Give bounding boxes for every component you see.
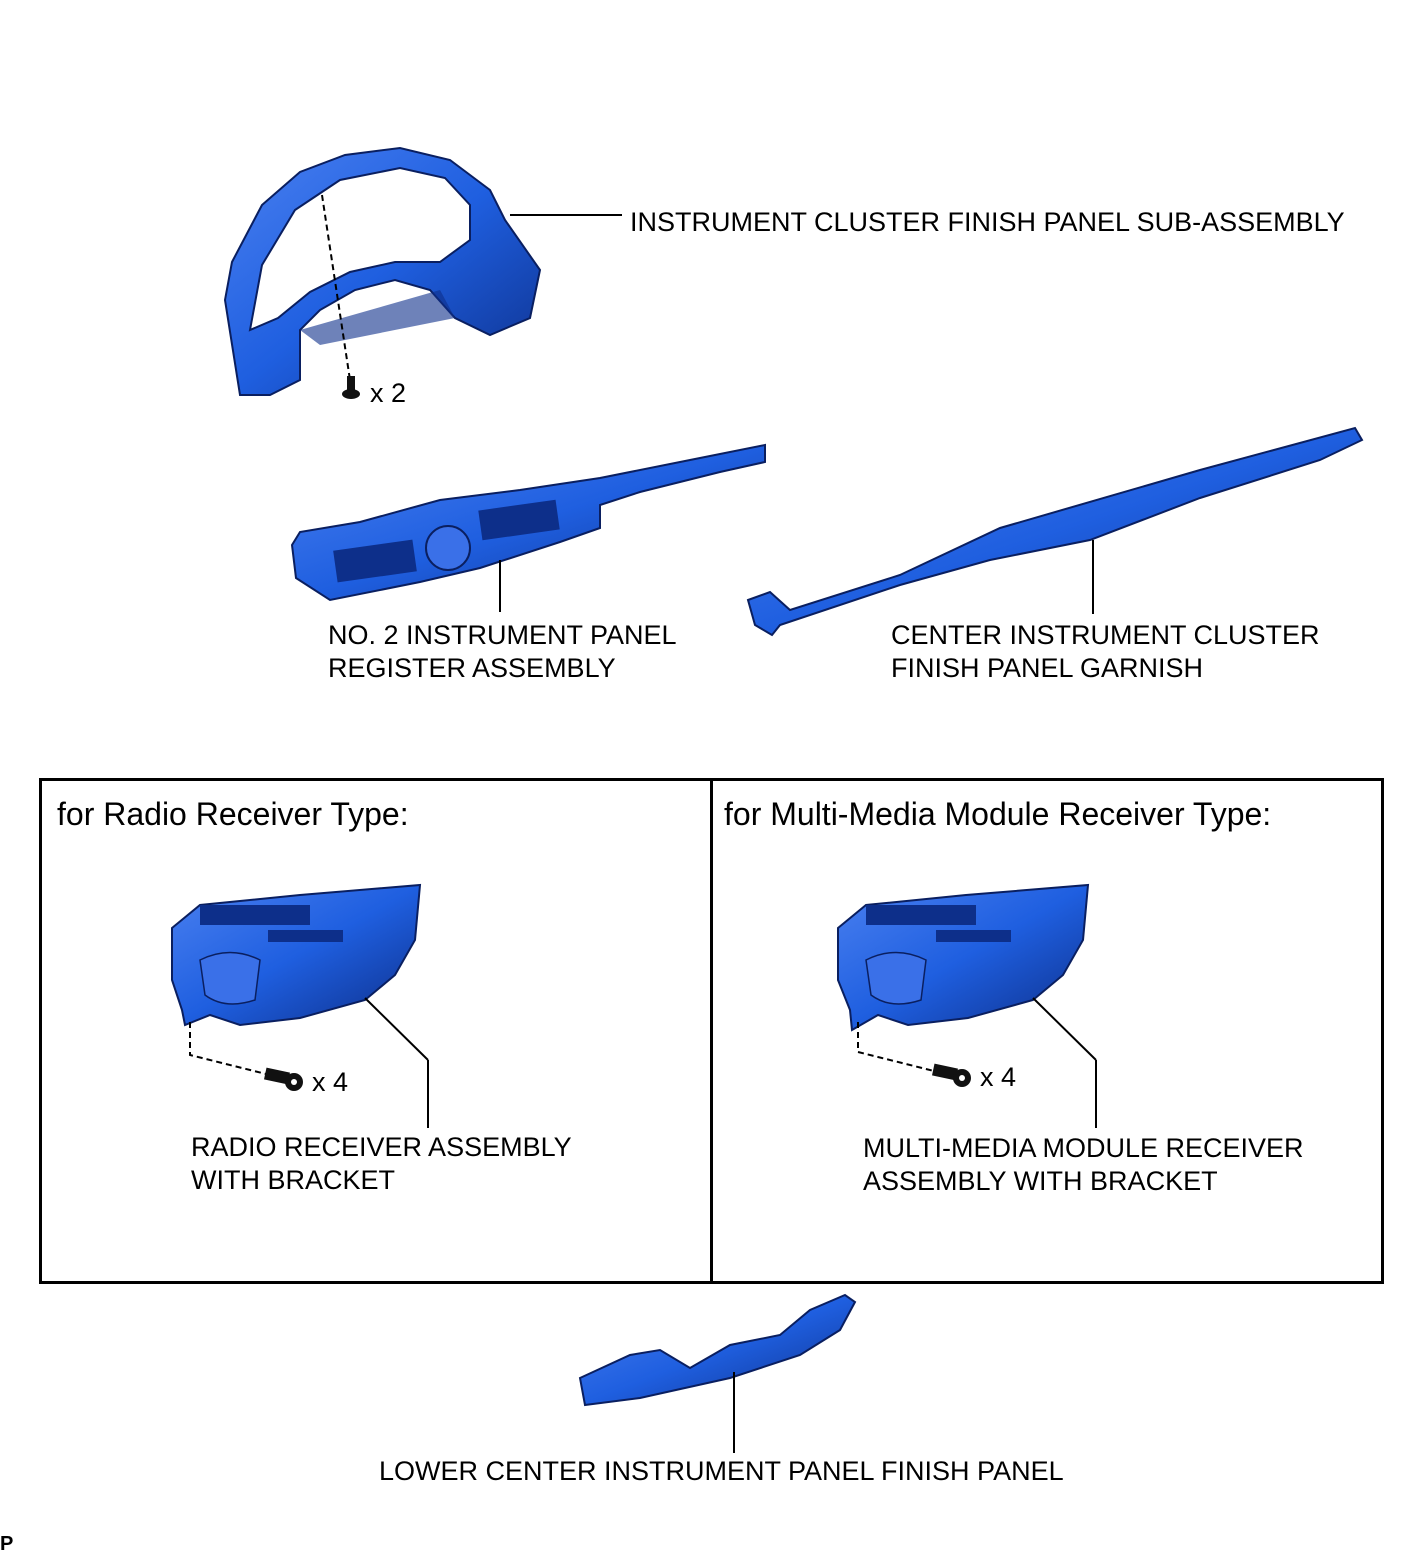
register-assembly-label: NO. 2 INSTRUMENT PANEL REGISTER ASSEMBLY xyxy=(328,620,677,683)
multimedia-screw-quantity: x 4 xyxy=(980,1062,1017,1092)
register-assembly-illustration xyxy=(290,443,766,612)
lower-finish-panel-label: LOWER CENTER INSTRUMENT PANEL FINISH PAN… xyxy=(379,1456,1064,1486)
cluster-screw-quantity: x 2 xyxy=(370,378,407,408)
cluster-finish-panel-illustration xyxy=(223,146,542,399)
radio-receiver-label: RADIO RECEIVER ASSEMBLY WITH BRACKET xyxy=(191,1132,572,1195)
multimedia-variant-box xyxy=(710,778,1384,1284)
multimedia-variant-heading: for Multi-Media Module Receiver Type: xyxy=(724,796,1272,832)
cluster-garnish-illustration xyxy=(746,426,1364,637)
radio-receiver-illustration xyxy=(171,883,429,1128)
radio-screw-icon xyxy=(264,1067,303,1091)
multimedia-screw-icon xyxy=(932,1063,971,1087)
radio-screw-quantity: x 4 xyxy=(312,1067,349,1097)
cluster-finish-panel-label: INSTRUMENT CLUSTER FINISH PANEL SUB-ASSE… xyxy=(630,207,1345,237)
multimedia-receiver-illustration xyxy=(837,883,1097,1128)
multimedia-receiver-label: MULTI-MEDIA MODULE RECEIVER ASSEMBLY WIT… xyxy=(863,1133,1304,1196)
corner-mark: P xyxy=(0,1533,14,1555)
cluster-garnish-label: CENTER INSTRUMENT CLUSTER FINISH PANEL G… xyxy=(891,620,1320,683)
cluster-screw-icon xyxy=(342,376,360,399)
lower-finish-panel-illustration xyxy=(578,1293,857,1453)
radio-variant-heading: for Radio Receiver Type: xyxy=(57,796,409,832)
